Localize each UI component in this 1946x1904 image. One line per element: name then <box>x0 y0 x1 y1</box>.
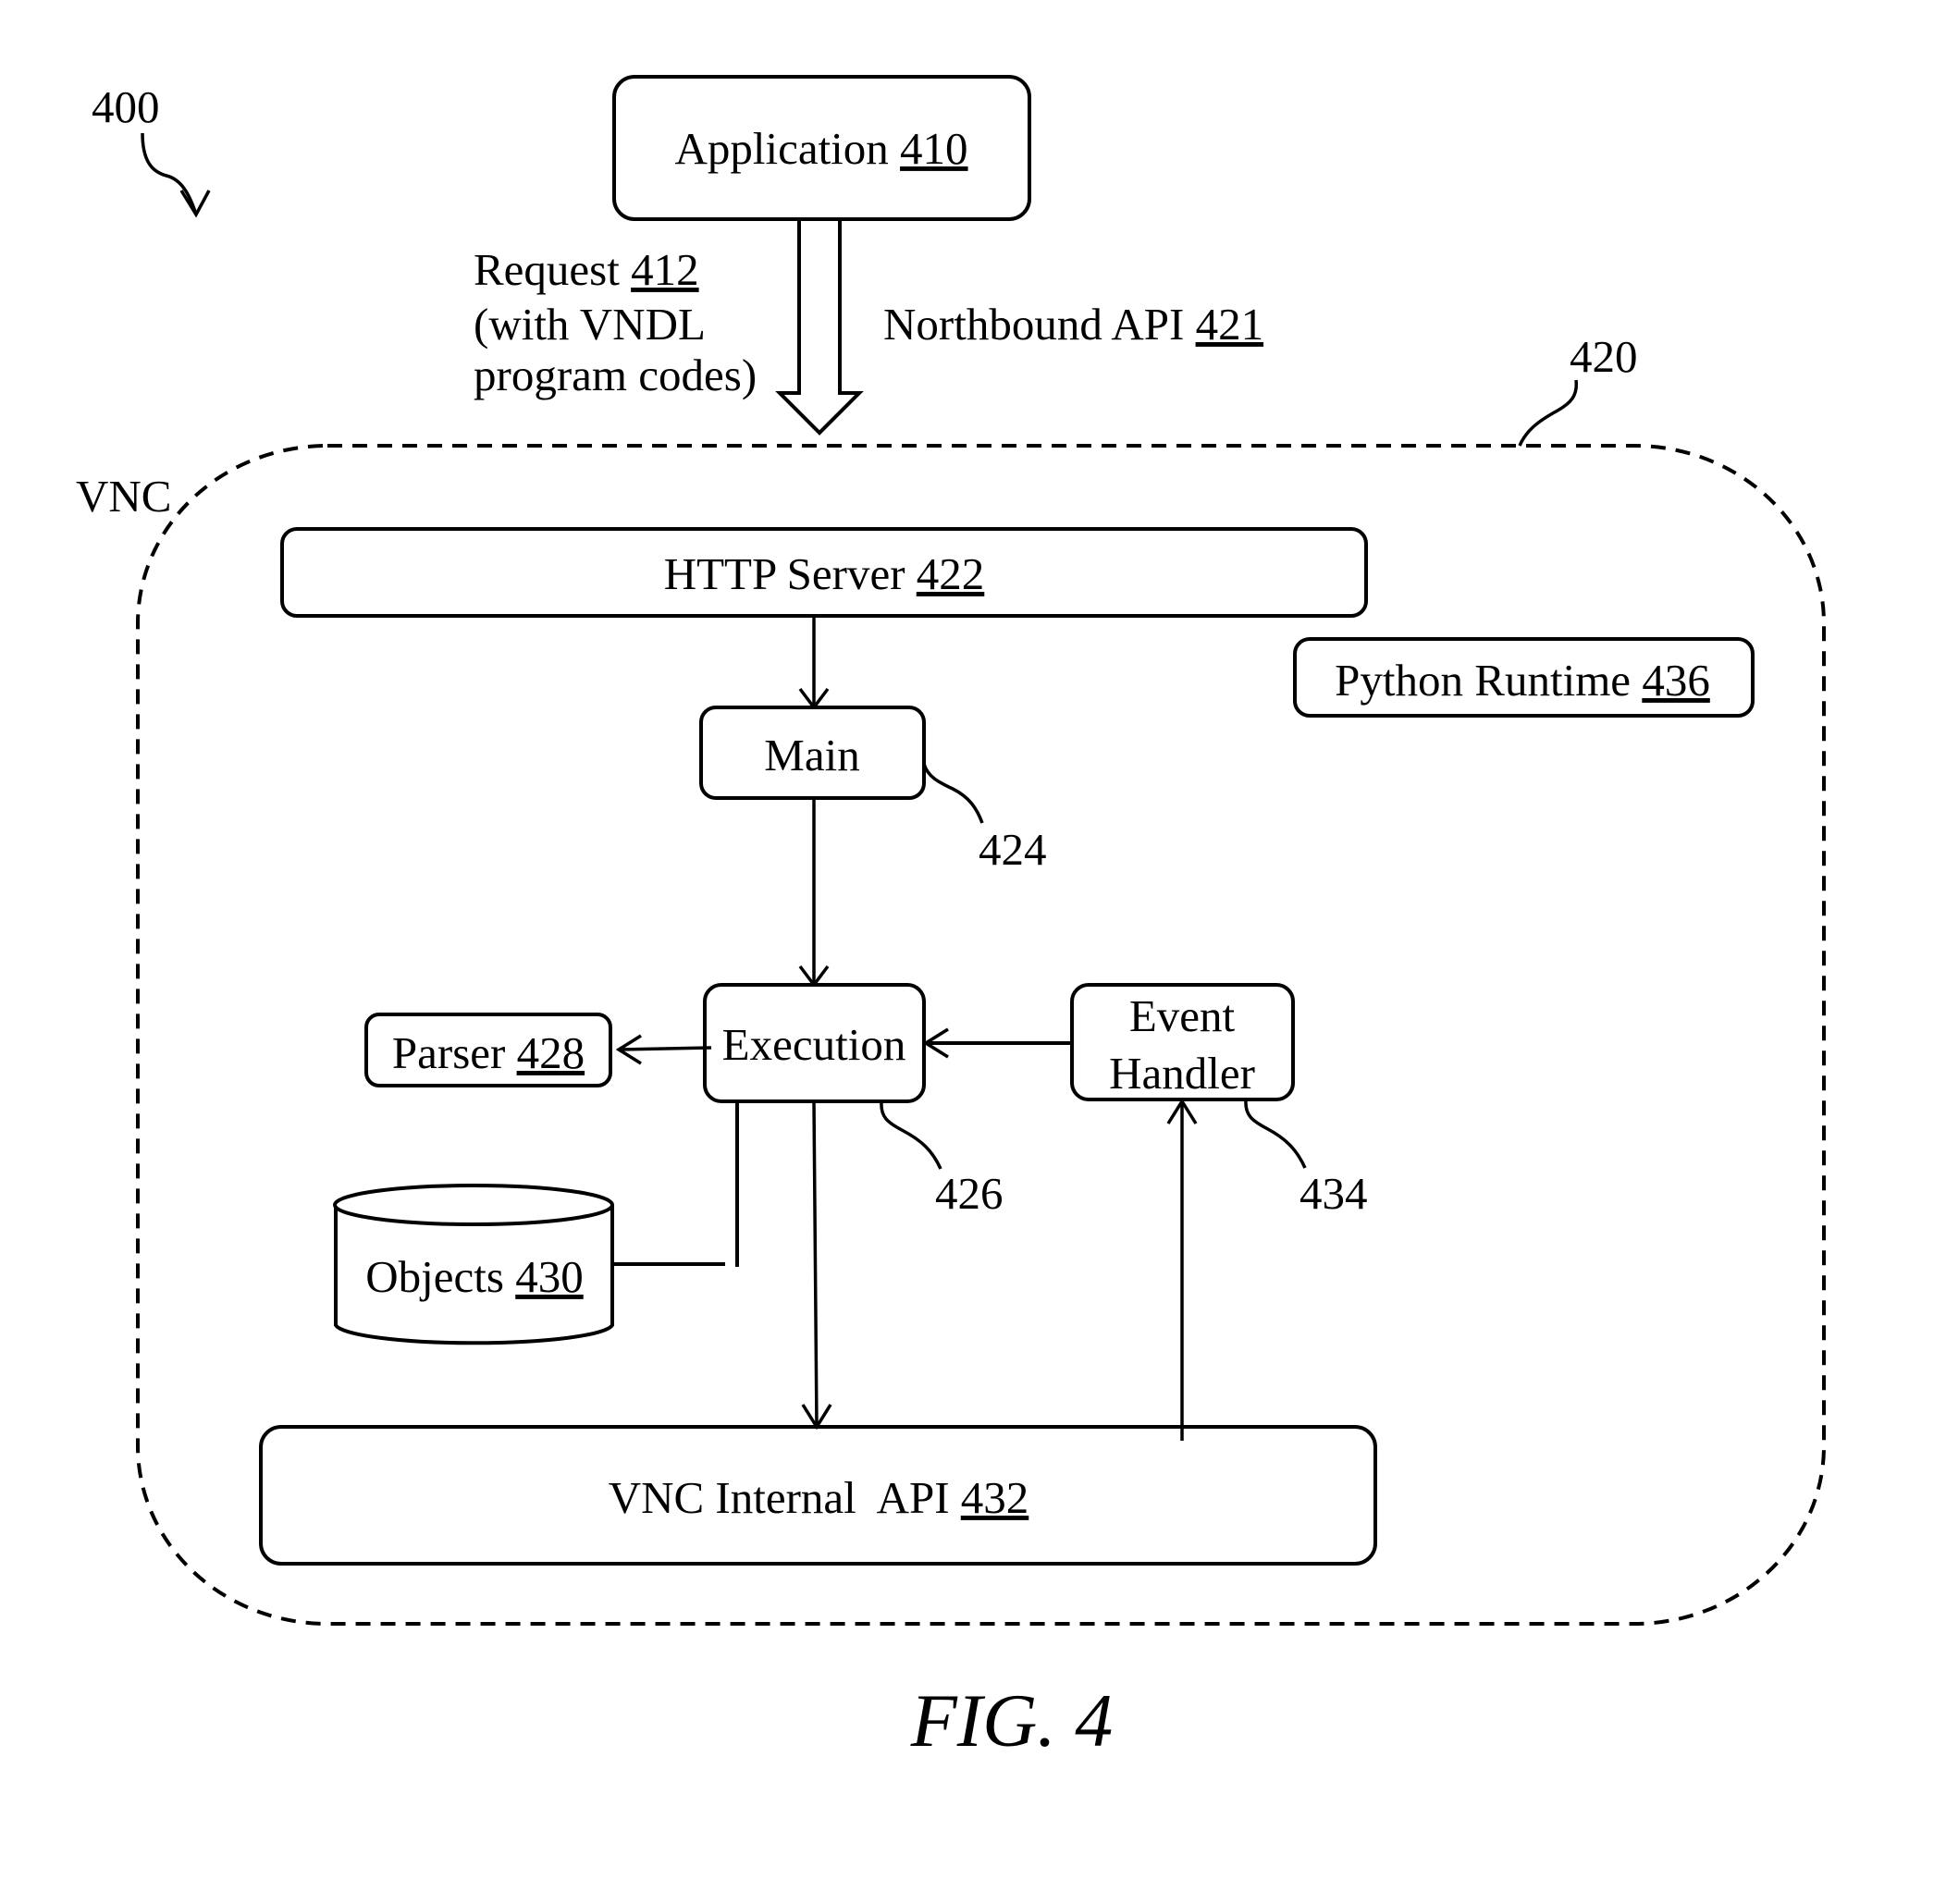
main-label: Main <box>764 730 859 780</box>
internal-api-label: VNC Internal API 432 <box>609 1472 1029 1523</box>
event-handler-label-line1: Event <box>1129 990 1236 1041</box>
execution-objects-connector <box>612 1102 737 1267</box>
internal-api-to-event-handler-arrow <box>1168 1101 1196 1441</box>
execution-to-parser-arrow <box>619 1036 711 1063</box>
svg-text:Request 412: Request 412 <box>474 244 699 295</box>
northbound-api-label: Northbound API 421 <box>883 299 1263 350</box>
svg-text:program codes): program codes) <box>474 350 757 400</box>
http-server-box[interactable]: HTTP Server 422 <box>282 529 1366 616</box>
python-runtime-label: Python Runtime 436 <box>1335 655 1710 706</box>
objects-datastore[interactable]: Objects 430 <box>335 1185 612 1343</box>
parser-box[interactable]: Parser 428 <box>366 1014 610 1086</box>
parser-label: Parser 428 <box>392 1027 585 1078</box>
event-handler-box[interactable]: Event Handler <box>1072 985 1293 1099</box>
event-handler-ref-label: 434 <box>1299 1168 1368 1219</box>
http-server-label: HTTP Server 422 <box>664 548 985 599</box>
event-handler-label-line2: Handler <box>1109 1048 1255 1099</box>
vnc-ref-label: 420 <box>1570 331 1638 382</box>
http-to-main-arrow <box>800 617 828 707</box>
execution-box[interactable]: Execution <box>705 985 924 1101</box>
main-ref-leader-icon <box>924 764 982 823</box>
main-to-execution-arrow <box>800 799 828 985</box>
application-box[interactable]: Application 410 <box>614 77 1029 219</box>
request-block-arrow-icon <box>780 221 859 433</box>
figure-ref-label: 400 <box>92 81 160 132</box>
vnc-ref-leader-icon <box>1520 380 1576 446</box>
python-runtime-box[interactable]: Python Runtime 436 <box>1295 639 1753 716</box>
application-label: Application 410 <box>674 123 967 174</box>
svg-text:(with VNDL: (with VNDL <box>474 299 706 350</box>
figure-ref-arrow-icon <box>142 133 209 215</box>
vnc-label: VNC <box>76 471 171 522</box>
request-label: Request 412 (with VNDL program codes) <box>474 244 757 400</box>
event-handler-to-execution-arrow <box>926 1029 1072 1057</box>
execution-ref-leader-icon <box>881 1102 941 1169</box>
event-handler-ref-leader-icon <box>1246 1100 1305 1168</box>
objects-label: Objects 430 <box>365 1251 583 1302</box>
main-ref-label: 424 <box>979 824 1047 875</box>
execution-ref-label: 426 <box>935 1168 1004 1219</box>
main-box[interactable]: Main <box>701 707 924 798</box>
figure-caption: FIG. 4 <box>910 1678 1114 1763</box>
execution-to-internal-api-arrow <box>803 1102 831 1427</box>
execution-label: Execution <box>722 1019 906 1070</box>
internal-api-box[interactable]: VNC Internal API 432 <box>261 1427 1375 1564</box>
